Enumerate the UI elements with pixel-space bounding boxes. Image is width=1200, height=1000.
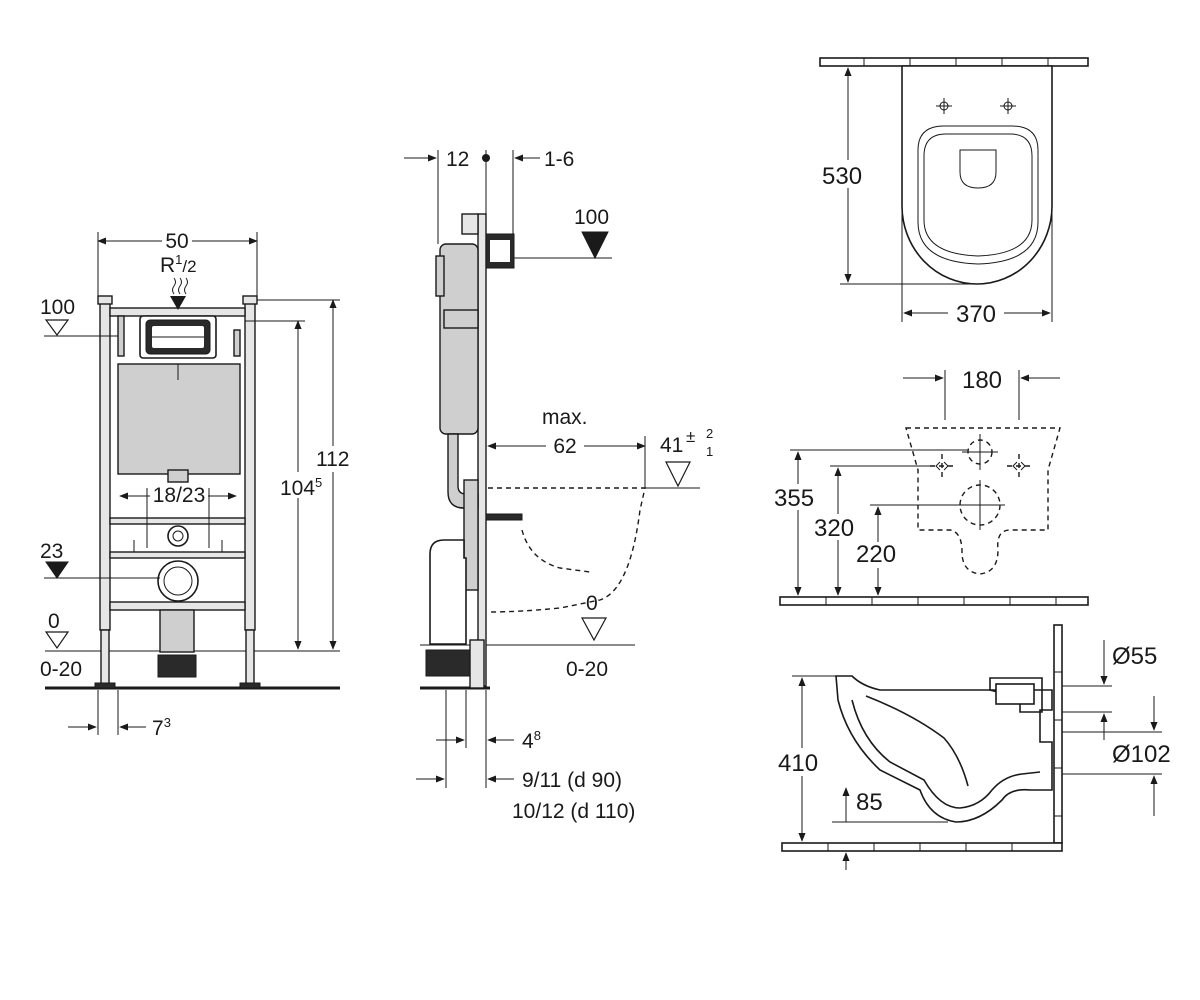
crossbar-bottom xyxy=(109,601,246,611)
side-floor-range: 0-20 xyxy=(566,658,608,681)
connection-label: R1/2 xyxy=(160,252,197,277)
bowl-side-view: 410 85 Ø55 Ø102 xyxy=(776,624,1171,870)
side-depth-left: 12 xyxy=(446,148,469,171)
level-marker-open-icon xyxy=(44,631,70,650)
foot-plate-right xyxy=(239,682,261,689)
crossbar-mid-2 xyxy=(109,551,246,559)
supply-arrow xyxy=(170,296,186,310)
upright-cap-right xyxy=(242,295,258,305)
floor-slab xyxy=(779,596,1089,606)
bolt-bar xyxy=(485,513,523,521)
upright-cap-left xyxy=(97,295,113,305)
side-tolerance-lower: 1 xyxy=(706,444,713,459)
cistern-lip xyxy=(435,255,445,297)
cistern-side xyxy=(439,243,479,435)
seat-outline xyxy=(917,125,1039,265)
side-depth-right: 1-6 xyxy=(544,148,574,171)
fixing-hole-icon xyxy=(1007,454,1031,480)
front-level-floor: 0 xyxy=(48,610,60,633)
fixing-hole-icon xyxy=(936,98,952,114)
datum-point xyxy=(482,154,490,162)
frame-upright-left xyxy=(99,299,111,631)
bowl-inner-section xyxy=(851,699,1041,809)
level-marker-open-icon xyxy=(665,461,691,488)
side-level-floor: 0 xyxy=(586,592,598,615)
side-tolerance-sign: ± xyxy=(686,427,695,446)
foot-side xyxy=(469,639,485,689)
side-pipe-line-1: 9/11 (d 90) xyxy=(522,769,622,792)
front-foot-offset: 73 xyxy=(152,715,171,740)
side-view: 12 1-6 100 max. 62 41 ± 2 1 0 0-20 48 xyxy=(404,148,713,823)
wall-side xyxy=(1053,624,1063,844)
bowl-inner-dashed xyxy=(521,529,591,573)
front-total-height: 112 xyxy=(316,448,349,471)
front-inner-height: 1045 xyxy=(280,475,322,500)
side-level-top: 100 xyxy=(574,206,609,229)
front-drain-spacing: 18/23 xyxy=(153,484,206,507)
foot-plate-left xyxy=(94,682,116,689)
bowl-height-2: 320 xyxy=(814,515,854,542)
side-projection: 62 xyxy=(553,435,576,458)
support-plate xyxy=(463,479,479,591)
bowl-rim-channel xyxy=(865,695,969,787)
fixing-hole-icon xyxy=(1000,98,1016,114)
fixing-hole-icon xyxy=(930,454,954,480)
bowl-back-outline-dashed xyxy=(905,427,1061,575)
front-level-mid: 23 xyxy=(40,540,63,563)
foot-right xyxy=(245,629,255,686)
level-marker-solid-icon xyxy=(581,231,609,260)
bowl-side-depth: 85 xyxy=(856,789,883,816)
bowl-top-view: 530 370 xyxy=(819,57,1089,328)
frame-profile xyxy=(477,213,487,687)
flush-connector xyxy=(167,525,189,547)
drain-pipe xyxy=(159,609,195,653)
side-height: 41 xyxy=(660,434,683,457)
level-marker-open-icon xyxy=(44,319,70,337)
side-pipe-line-2: 10/12 (d 110) xyxy=(512,800,635,823)
cistern xyxy=(117,363,241,475)
side-offset: 48 xyxy=(522,728,541,753)
level-marker-solid-icon xyxy=(45,561,69,579)
water-supply-icon xyxy=(172,277,188,295)
bowl-height-1: 355 xyxy=(774,485,814,512)
level-marker-open-icon xyxy=(580,617,608,642)
bowl-side-height: 410 xyxy=(778,750,818,777)
bowl-height-3: 220 xyxy=(856,541,896,568)
frame-top-bracket xyxy=(461,213,479,235)
foot-left xyxy=(100,629,110,686)
bowl-outline-dashed xyxy=(487,487,646,613)
outlet-opening xyxy=(959,149,997,189)
crossbar-mid xyxy=(109,517,246,525)
floor-slab xyxy=(781,842,1063,852)
frame-upright-right xyxy=(244,299,256,631)
bowl-outlet-diameter: Ø102 xyxy=(1112,741,1171,768)
bowl-width: 370 xyxy=(956,301,996,328)
flush-valve xyxy=(443,309,479,329)
front-floor-range: 0-20 xyxy=(40,658,82,681)
front-view: 50 R1/2 100 23 0 0-20 18/23 1045 112 xyxy=(40,229,352,740)
bowl-back-view: 180 355 320 220 xyxy=(772,367,1089,606)
side-tolerance-upper: 2 xyxy=(706,426,713,441)
bowl-inlet-diameter: Ø55 xyxy=(1112,643,1157,670)
side-max-label: max. xyxy=(542,406,588,429)
bowl-hole-spacing: 180 xyxy=(962,367,1002,394)
side-bracket-right xyxy=(233,329,241,357)
front-level-top: 100 xyxy=(40,296,75,319)
flush-pipe-top xyxy=(167,469,189,483)
bowl-outer xyxy=(901,65,1053,285)
inlet-opening xyxy=(995,683,1035,705)
front-width: 50 xyxy=(165,230,188,253)
drain-bend xyxy=(429,539,467,645)
side-bracket-left xyxy=(117,315,125,357)
drain-elbow-side xyxy=(425,649,471,677)
bowl-outer-section xyxy=(835,675,1053,823)
drain-elbow xyxy=(157,654,197,678)
bowl-length: 530 xyxy=(822,163,862,190)
crossbar-top xyxy=(109,307,246,317)
